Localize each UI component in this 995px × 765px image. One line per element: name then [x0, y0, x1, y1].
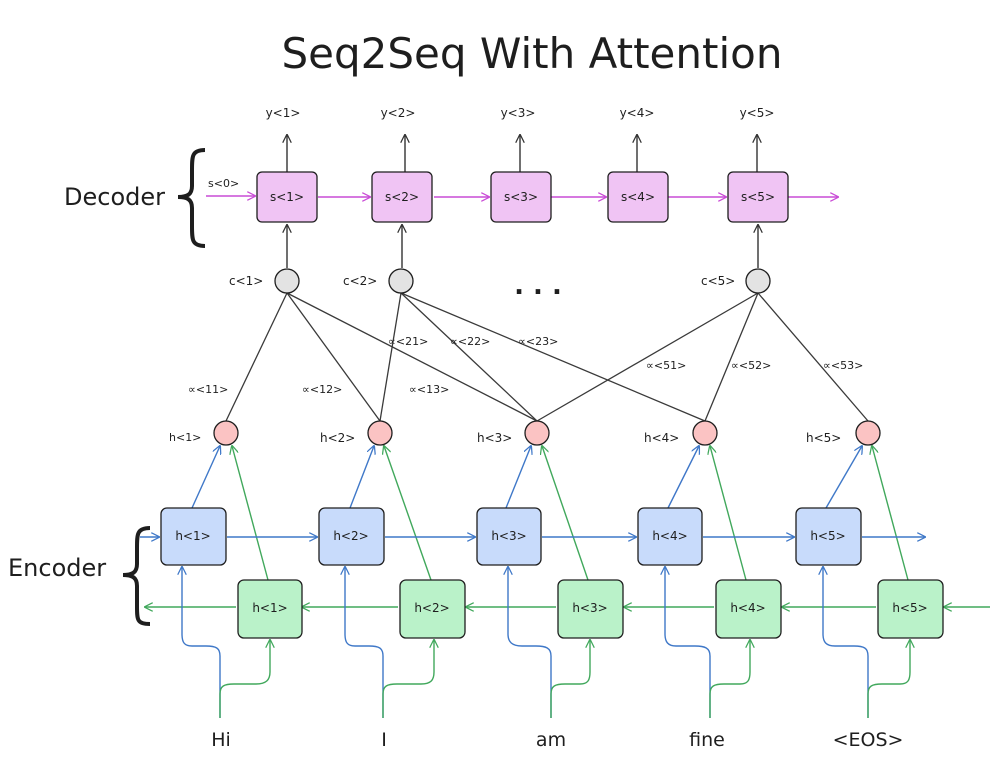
attention-weight-label: ∝<22> [450, 335, 490, 348]
forward-state-label: h<4> [652, 529, 687, 543]
decoder-state-label: s<2> [385, 190, 419, 204]
input-word: fine [689, 729, 725, 751]
diagram-title: Seq2Seq With Attention [282, 29, 783, 78]
attention-weight-label: ∝<21> [388, 335, 428, 348]
output-label: y<4> [620, 106, 655, 120]
output-label: y<5> [740, 106, 775, 120]
decoder-state-label: s<3> [504, 190, 538, 204]
ellipsis: . . . [514, 271, 562, 301]
hidden-node [524, 420, 550, 446]
forward-state-label: h<2> [333, 529, 368, 543]
backward-state: h<3> [557, 579, 624, 639]
input-word: <EOS> [833, 729, 904, 751]
backward-to-hidden-arrows [232, 446, 909, 581]
decoder-state-label: s<1> [270, 190, 304, 204]
hidden-node-label: h<1> [169, 431, 201, 444]
input-word: Hi [211, 729, 231, 751]
decoder-state: s<2> [371, 171, 433, 223]
output-label: y<3> [501, 106, 536, 120]
backward-state: h<2> [399, 579, 466, 639]
forward-state: h<4> [637, 507, 703, 566]
decoder-label: Decoder [64, 183, 165, 211]
input-word: am [536, 729, 566, 751]
decoder-state-label: s<4> [621, 190, 655, 204]
attention-weight-label: ∝<11> [188, 383, 228, 396]
context-node [274, 268, 300, 294]
context-node [745, 268, 771, 294]
backward-state-label: h<4> [730, 601, 765, 615]
context-label: c<2> [343, 274, 377, 288]
input-to-forward-arrows [182, 567, 869, 718]
context-label: c<1> [229, 274, 263, 288]
decoder-state: s<3> [490, 171, 552, 223]
hidden-node-label: h<5> [806, 431, 841, 445]
forward-state: h<1> [160, 507, 227, 566]
forward-state: h<2> [318, 507, 385, 566]
attention-weight-label: ∝<51> [646, 359, 686, 372]
backward-state-label: h<2> [414, 601, 449, 615]
input-to-backward-arrows [219, 640, 910, 718]
encoder-label: Encoder [8, 554, 106, 582]
attention-weight-label: ∝<12> [302, 383, 342, 396]
decoder-state-label: s<5> [741, 190, 775, 204]
attention-weight-label: ∝<23> [518, 335, 558, 348]
forward-state-label: h<1> [175, 529, 210, 543]
decoder-state: s<5> [727, 171, 789, 223]
attention-weight-label: ∝<53> [823, 359, 863, 372]
output-label: y<1> [266, 106, 301, 120]
backward-state-label: h<1> [252, 601, 287, 615]
attention-lines [225, 292, 869, 422]
context-arrows [287, 225, 758, 268]
decoder-state: s<4> [607, 171, 669, 223]
hidden-node-label: h<2> [320, 431, 355, 445]
attention-weight-label: ∝<52> [731, 359, 771, 372]
backward-state: h<5> [877, 579, 944, 639]
input-word: I [381, 729, 387, 751]
encoder-brace [122, 526, 151, 626]
context-node [388, 268, 414, 294]
forward-to-hidden-arrows [191, 446, 862, 509]
forward-state-label: h<5> [810, 529, 845, 543]
initial-state-label: s<0> [208, 177, 239, 190]
hidden-node [855, 420, 881, 446]
backward-state: h<1> [237, 579, 303, 639]
forward-state-label: h<3> [491, 529, 526, 543]
attention-weight-label: ∝<13> [409, 383, 449, 396]
backward-state-label: h<5> [892, 601, 927, 615]
hidden-node [213, 420, 239, 446]
hidden-node [367, 420, 393, 446]
backward-state-label: h<3> [572, 601, 607, 615]
backward-state: h<4> [715, 579, 782, 639]
decoder-arrows [206, 196, 838, 197]
forward-state: h<3> [476, 507, 542, 566]
context-label: c<5> [701, 274, 735, 288]
decoder-state: s<1> [256, 171, 318, 223]
output-label: y<2> [381, 106, 416, 120]
hidden-node [692, 420, 718, 446]
decoder-brace [177, 148, 206, 248]
hidden-node-label: h<4> [644, 431, 679, 445]
hidden-node-label: h<3> [477, 431, 512, 445]
forward-state: h<5> [795, 507, 862, 566]
output-arrows [287, 135, 757, 172]
